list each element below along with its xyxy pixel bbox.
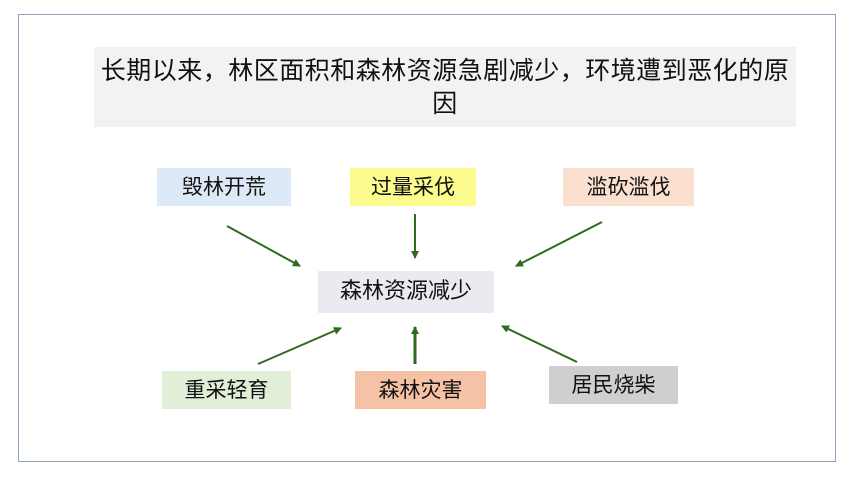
cause-box-1: 毁林开荒 <box>157 168 291 206</box>
arrow-6 <box>501 325 578 363</box>
arrow-3 <box>515 221 603 267</box>
diagram-title: 长期以来，林区面积和森林资源急剧减少，环境遭到恶化的原因 <box>94 47 796 127</box>
cause-box-2: 过量采伐 <box>350 168 476 206</box>
cause-box-6: 居民烧柴 <box>549 366 678 404</box>
cause-box-3: 滥砍滥伐 <box>563 168 694 206</box>
arrow-4 <box>257 327 342 365</box>
cause-box-5: 森林灾害 <box>355 371 486 409</box>
cause-box-4: 重采轻育 <box>162 371 291 409</box>
arrow-1 <box>226 225 301 267</box>
center-box: 森林资源减少 <box>318 271 494 313</box>
